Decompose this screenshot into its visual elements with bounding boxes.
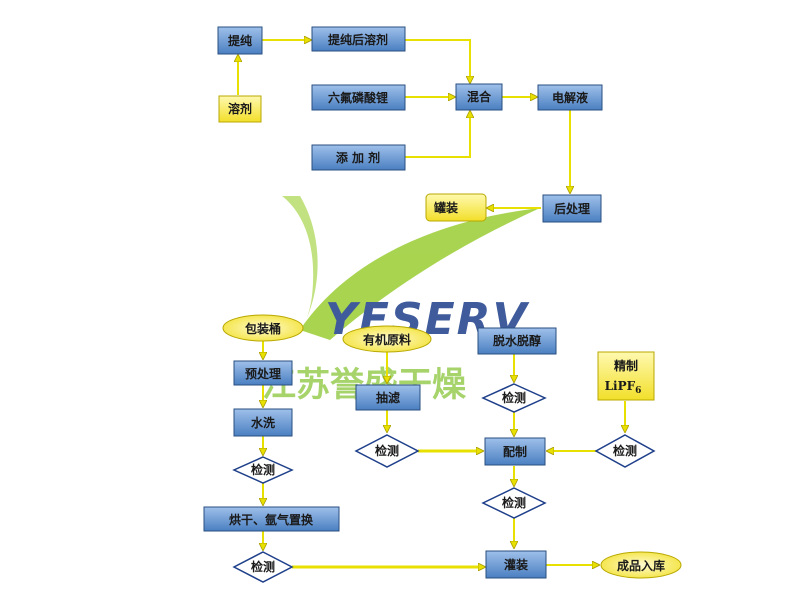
node-purified-solvent-label: 提纯后溶剂 <box>328 32 388 47</box>
node-organic-raw: 有机原料 <box>342 325 432 353</box>
node-pretreatment: 预处理 <box>233 360 293 386</box>
node-dehydrate: 脱水脱醇 <box>477 327 557 355</box>
node-purify: 提纯 <box>217 26 263 55</box>
node-check-5: 检测 <box>594 434 656 468</box>
node-check-6-label: 检测 <box>502 495 526 510</box>
node-filling: 灌装 <box>485 550 547 579</box>
node-electrolyte: 电解液 <box>537 84 603 111</box>
node-filling-label: 灌装 <box>503 557 528 572</box>
node-purified-solvent: 提纯后溶剂 <box>311 26 406 52</box>
node-refined-label: 精制 <box>614 358 638 373</box>
node-refined-formula: LiPF6 <box>605 379 642 396</box>
node-solvent-label: 溶剂 <box>228 101 252 116</box>
node-dehydrate-label: 脱水脱醇 <box>493 333 541 348</box>
node-check-3-label: 检测 <box>375 443 399 458</box>
node-canning-label: 罐装 <box>433 200 458 215</box>
watermark-swoosh-left <box>282 196 318 338</box>
node-electrolyte-label: 电解液 <box>552 90 588 105</box>
node-washing: 水洗 <box>233 408 293 437</box>
bottom-flow-connectors <box>263 340 625 567</box>
node-check-1: 检测 <box>232 456 294 484</box>
refined-formula-sub: 6 <box>635 386 641 396</box>
node-barrel-label: 包装桶 <box>244 321 281 336</box>
node-mixing-label: 混合 <box>467 89 492 104</box>
node-lipf6-salt: 六氟磷酸锂 <box>311 84 406 111</box>
node-extraction-label: 抽滤 <box>376 390 400 405</box>
node-check-6: 检测 <box>481 487 547 519</box>
node-post-treatment: 后处理 <box>542 194 602 223</box>
node-extraction: 抽滤 <box>355 384 421 411</box>
node-warehouse: 成品入库 <box>600 551 682 579</box>
node-organic-raw-label: 有机原料 <box>363 332 411 347</box>
node-check-4-label: 检测 <box>502 390 526 405</box>
node-drying-argon-label: 烘干、氩气置换 <box>229 512 314 527</box>
node-barrel: 包装桶 <box>222 314 304 342</box>
node-refined-lipf6: 精制 LiPF6 <box>597 351 655 401</box>
watermark-logo: YESERV 江苏誉盛干燥 <box>262 196 540 405</box>
node-drying-argon: 烘干、氩气置换 <box>203 506 340 532</box>
node-check-2: 检测 <box>232 551 294 583</box>
node-solvent: 溶剂 <box>218 95 262 123</box>
node-additive: 添 加 剂 <box>311 144 406 171</box>
node-warehouse-label: 成品入库 <box>617 558 665 573</box>
node-lipf6-salt-label: 六氟磷酸锂 <box>328 90 388 105</box>
watermark-swoosh-right <box>300 208 540 340</box>
node-check-2-label: 检测 <box>251 559 275 574</box>
node-additive-label: 添 加 剂 <box>336 150 380 165</box>
node-check-5-label: 检测 <box>613 443 637 458</box>
node-check-1-label: 检测 <box>251 462 275 477</box>
top-flow-connectors <box>238 40 570 208</box>
node-check-3: 检测 <box>354 434 420 468</box>
node-washing-label: 水洗 <box>251 415 275 430</box>
refined-formula-base: LiPF <box>605 379 636 393</box>
node-compounding-label: 配制 <box>503 444 527 459</box>
node-mixing: 混合 <box>455 83 503 111</box>
node-compounding: 配制 <box>484 437 546 466</box>
node-canning: 罐装 <box>425 193 487 222</box>
node-post-treatment-label: 后处理 <box>554 201 590 216</box>
node-pretreatment-label: 预处理 <box>245 366 281 381</box>
node-check-4: 检测 <box>481 383 547 413</box>
node-purify-label: 提纯 <box>228 33 252 48</box>
